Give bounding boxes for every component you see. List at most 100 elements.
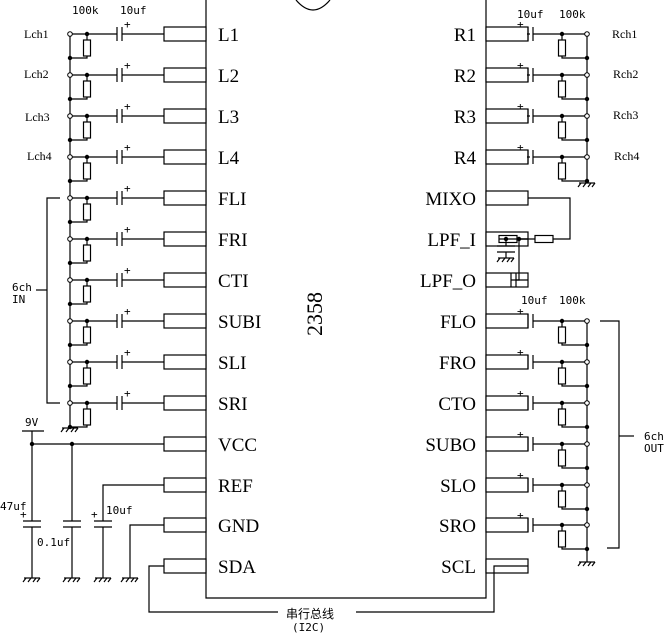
plus-sign: + (124, 59, 131, 72)
pin-label-l1: L1 (218, 25, 239, 46)
out-capacitor-value: 10uf (521, 294, 548, 307)
terminal-open-circle (67, 113, 73, 119)
junction-dot (67, 178, 73, 184)
ic-part-number: 2358 (302, 292, 327, 336)
pin-label-subo: SUBO (425, 435, 476, 456)
pin-stub (163, 108, 207, 124)
resistor (82, 367, 92, 385)
wire (561, 179, 587, 182)
supply-voltage-label: 9V (25, 416, 39, 429)
plus-sign: + (517, 18, 524, 31)
pin-label-gnd: GND (218, 516, 259, 537)
junction-dot (67, 260, 73, 266)
terminal-open-circle (67, 318, 73, 324)
resistor (82, 80, 92, 98)
right-resistor-value: 100k (559, 8, 586, 21)
pin-label-lpf-o: LPF_O (420, 271, 476, 292)
junction-dot (584, 178, 590, 184)
pin-label-fro: FRO (439, 353, 476, 374)
pin-stub (485, 190, 529, 206)
pin-label-l2: L2 (218, 66, 239, 87)
resistor (557, 162, 567, 180)
terminal-open-circle (584, 31, 590, 37)
wire (561, 138, 587, 141)
in-group-label-2: IN (12, 293, 25, 306)
resistor (82, 244, 92, 262)
left-capacitor-value: 10uf (120, 4, 147, 17)
resistor (82, 39, 92, 57)
wire (561, 384, 587, 387)
junction-dot (584, 137, 590, 143)
wire (70, 138, 88, 141)
pin-label-scl: SCL (441, 557, 476, 578)
plus-sign: + (517, 469, 524, 482)
channel-label: Lch2 (24, 67, 49, 81)
resistor (557, 408, 567, 426)
resistor (82, 326, 92, 344)
ic-body (205, 0, 487, 599)
serial-bus-label: 串行总线 (286, 607, 334, 621)
resistor (557, 39, 567, 57)
terminal-open-circle (67, 195, 73, 201)
resistor (557, 121, 567, 139)
plus-sign: + (124, 305, 131, 318)
pin-stub (163, 67, 207, 83)
pin-label-vcc: VCC (218, 435, 257, 456)
lpf-feedback-wire (516, 239, 520, 281)
terminal-open-circle (67, 72, 73, 78)
pin-stub (163, 477, 207, 493)
resistor (557, 449, 567, 467)
pin-label-ref: REF (218, 476, 253, 497)
ground-icon (577, 561, 596, 567)
out-group-bracket (600, 320, 620, 549)
right-pins: R1R2R3R4MIXOLPF_ILPF_OFLOFROCTOSUBOSLOSR… (420, 25, 529, 578)
wire (561, 425, 587, 428)
channel-label: Rch1 (612, 27, 637, 41)
plus-sign: + (517, 346, 524, 359)
terminal-open-circle (584, 482, 590, 488)
left-resistor-value: 100k (72, 4, 99, 17)
plus-sign: + (124, 141, 131, 154)
ic-chip: 2358 (205, 0, 487, 599)
resistor (82, 408, 92, 426)
pin-label-r1: R1 (454, 25, 476, 46)
junction-dot (584, 342, 590, 348)
channel-label: Lch4 (27, 149, 52, 163)
ground-icon (60, 427, 79, 433)
terminal-open-circle (584, 113, 590, 119)
scl-bus-wire (356, 565, 528, 613)
terminal-open-circle (584, 154, 590, 160)
ref-cap-value: 10uf (106, 504, 133, 517)
terminal-open-circle (584, 400, 590, 406)
ground-icon (577, 182, 596, 188)
terminal-open-circle (584, 522, 590, 528)
wire (70, 343, 88, 346)
ground-icon (93, 577, 112, 583)
junction-dot (584, 424, 590, 430)
pin-stub (163, 395, 207, 411)
mixo-wire (528, 197, 571, 240)
junction-dot (67, 342, 73, 348)
wire (70, 97, 88, 100)
sda-bus-wire (148, 565, 278, 613)
pin-label-lpf-i: LPF_I (427, 230, 476, 251)
pin-stub (163, 149, 207, 165)
ground-icon (62, 577, 81, 583)
out-group-label: 6ch (644, 430, 664, 443)
circuits: ++++++++++++++++++++++ (20, 18, 634, 613)
wire (70, 261, 88, 264)
plus-sign: + (124, 387, 131, 400)
wire (70, 179, 88, 182)
junction-dot (584, 55, 590, 61)
channel-label: Rch4 (614, 149, 639, 163)
pin-label-r3: R3 (454, 107, 476, 128)
pin-stub (163, 558, 207, 574)
plus-sign: + (91, 508, 98, 521)
pin-label-sda: SDA (218, 557, 256, 578)
pin-label-r2: R2 (454, 66, 476, 87)
pin-stub (163, 231, 207, 247)
wire (70, 302, 88, 305)
pin-label-cto: CTO (438, 394, 476, 415)
